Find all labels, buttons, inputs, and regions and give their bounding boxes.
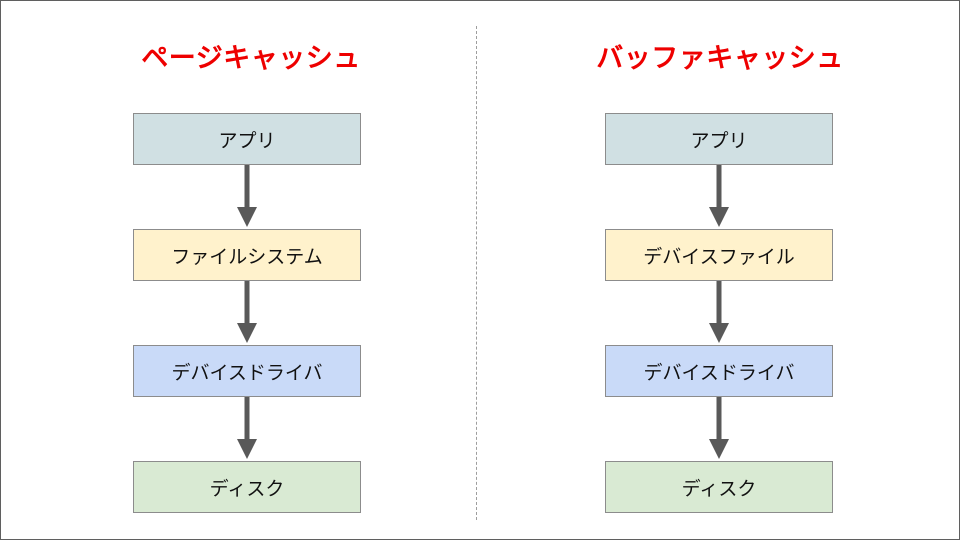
page-cache-title: ページキャッシュ (141, 43, 361, 74)
left-arrow-2 (237, 281, 257, 343)
left-box-filesystem: ファイルシステム (133, 229, 361, 281)
right-box-device-file: デバイスファイル (605, 229, 833, 281)
left-arrow-3 (237, 397, 257, 459)
right-arrow-2 (709, 281, 729, 343)
left-box-disk: ディスク (133, 461, 361, 513)
column-divider (476, 26, 477, 520)
left-box-device-driver: デバイスドライバ (133, 345, 361, 397)
left-box-app: アプリ (133, 113, 361, 165)
left-arrow-1 (237, 165, 257, 227)
right-box-app: アプリ (605, 113, 833, 165)
right-arrow-3 (709, 397, 729, 459)
buffer-cache-title: バッファキャッシュ (596, 43, 844, 74)
right-arrow-1 (709, 165, 729, 227)
right-box-device-driver: デバイスドライバ (605, 345, 833, 397)
right-box-disk: ディスク (605, 461, 833, 513)
